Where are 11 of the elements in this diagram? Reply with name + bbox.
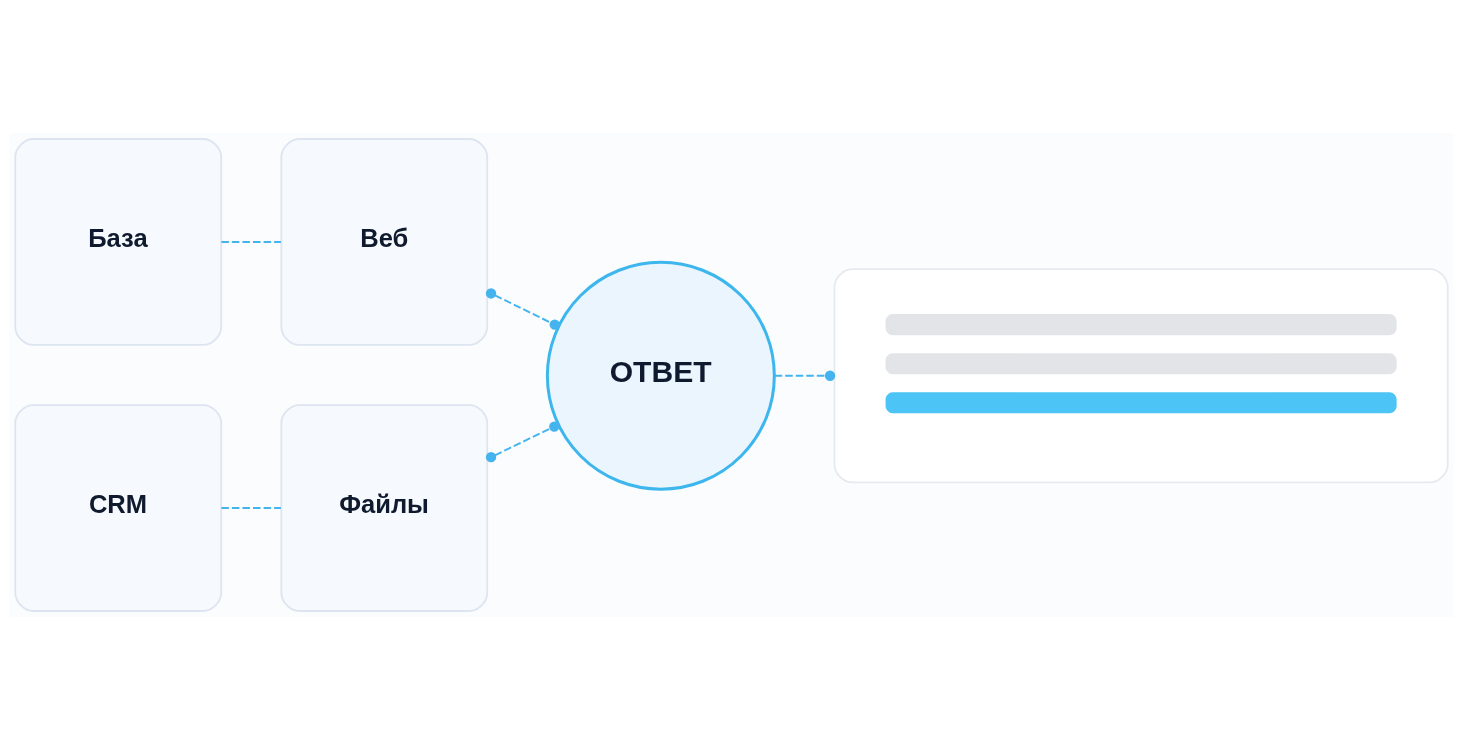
- connector: [220, 240, 282, 243]
- connector: [485, 420, 560, 462]
- connector: [773, 370, 836, 381]
- node-box: Файлы: [280, 403, 489, 612]
- node-box: Веб: [280, 137, 489, 346]
- node-box: [833, 267, 1449, 483]
- node-box: База: [14, 137, 223, 346]
- connector: [485, 287, 560, 330]
- connector: [220, 506, 282, 509]
- node-box: CRM: [14, 403, 223, 612]
- node-circle: ОТВЕТ: [545, 260, 776, 491]
